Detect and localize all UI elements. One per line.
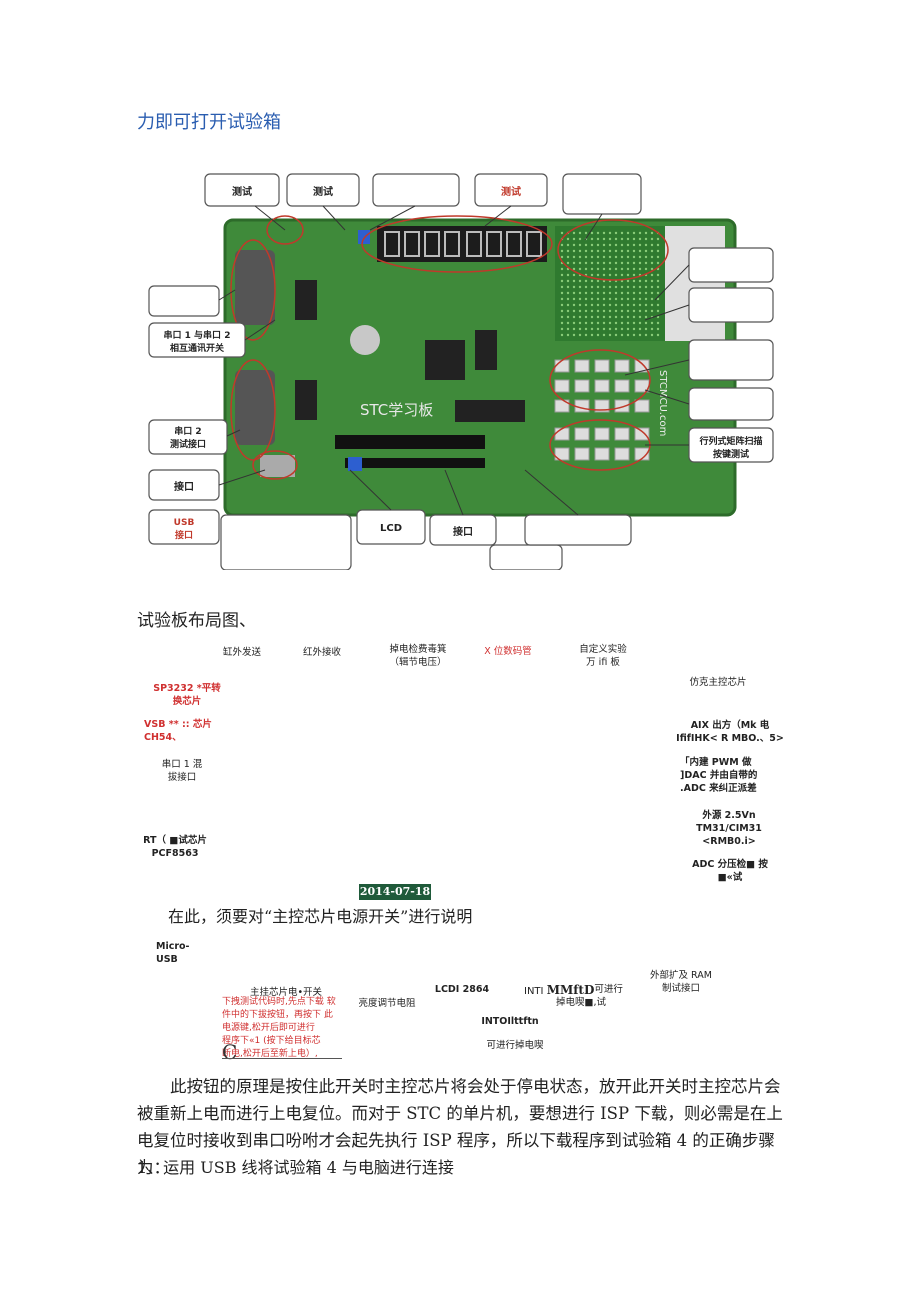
lcd-header [455,400,525,422]
label-usb-chip: VSB ** :: 芯片 CH54、 [144,719,212,743]
label-ir-send: 缸外发送 [222,647,261,658]
date-badge: 2014-07-18 [359,884,431,900]
callout-matrix-line1: 行列式矩阵扫描 [698,435,762,447]
label-main-chip: 仿克主控芯片 [689,677,747,688]
board-edge [665,226,725,341]
pot-2 [348,457,362,471]
callout-iface1: 接口 [174,480,194,493]
label-power-detect: 掉电检费毒箕 （辑节电压） [389,644,447,668]
callout-uart2-line1: 串口 2 [174,425,201,437]
callout-top4: 测试 [501,185,521,198]
label-micro-usb: Micro-USB [156,941,190,965]
label-rtc: RT（ ■试芯片 PCF8563 [143,835,207,859]
label-custom-board: 自定义实验 万 ifi 板 [579,644,627,668]
label-adc-key: ADC 分压检■ 按 ■«试 [692,859,768,883]
label-ir-recv: 红外接收 [302,647,341,658]
body-paragraph: 此按钮的原理是按住此开关时主控芯片将会处于停电状态，放开此开关时主控芯片会被重新… [137,1077,783,1177]
label-power-switch: 主挂芯片电•开关 [249,987,323,998]
label-pwm-dac: 「内建 PWM 做 ]DAC 并由自带的 .ADC 来纠正派差 [680,757,758,794]
label-int1-desc: INTI MMftD 可进行 掉电喫■,试 [556,984,623,1008]
pin-header [335,435,485,449]
step-1: 1、运用 USB 线将试验箱 4 与电脑进行连接 [137,1158,454,1177]
label-sp3232: SP3232 *平转 换芯片 [153,683,221,707]
db9-port-2 [235,370,275,445]
label-int1-b: MMftD [546,983,595,997]
callout-top1: 测试 [232,185,252,198]
main-chip [425,340,465,380]
label-int0: INTOIlttftn [481,1016,539,1027]
figure-caption: 试验板布局图、 [137,611,256,631]
big-c-mark: C [222,1040,238,1064]
callout-iface2: 接口 [453,525,473,538]
underline-divider [222,1058,342,1059]
label-int1: INTI MMftD [524,983,594,997]
label-download-tip: 下拽测试代码时,先点下载 软 件中的下拔按钮，再按下 此 电源键,松开后即可进行… [222,997,336,1059]
callout-uart2-line2: 测试接口 [170,438,206,450]
board-photo: STCMCU.com STC学习板 [148,173,774,570]
label-aix-output: AIX 出方（Mk 电 IfifIHK< R MBO.、5> [676,720,784,744]
usb-port [260,455,295,477]
key-matrix [554,359,650,461]
callout-matrix-line2: 按键测试 [713,448,749,460]
label-lcd2864: LCDI 2864 [434,984,490,995]
silk-title: STC学习板 [360,401,433,419]
db9-port-1 [235,250,275,325]
callout-uart-switch-line1: 串口 1 与串口 2 [164,329,231,341]
callout-top2: 测试 [313,185,333,198]
label-int0-desc: 可进行掉电喫 [486,1040,544,1051]
section-heading: 力即可打开试验箱 [137,112,281,133]
callout-usb-line2: 接口 [175,529,193,541]
callout-usb-line1: USB [174,518,195,528]
callout-lcd: LCD [380,523,402,534]
label-uart1-port: 串口 1 混 拔接口 [161,759,203,783]
label-brightness: 亮度调节电阻 [358,998,416,1009]
label-int1-a: INTI [524,986,544,997]
side-brand: STCMCU.com [657,370,668,436]
label-seven-seg: X 位数码管 [484,646,532,657]
battery [350,325,380,355]
callout-uart-switch-line2: 相互通讯开关 [170,342,224,354]
label-ext-ram: 外部扩及 RAM 制试接口 [650,970,712,994]
note-text: 在此，须要对“主控芯片电源开关”进行说明 [168,907,473,926]
label-vref: 外源 2.5Vn TM31/CIM31 <RMB0.i> [696,810,762,847]
